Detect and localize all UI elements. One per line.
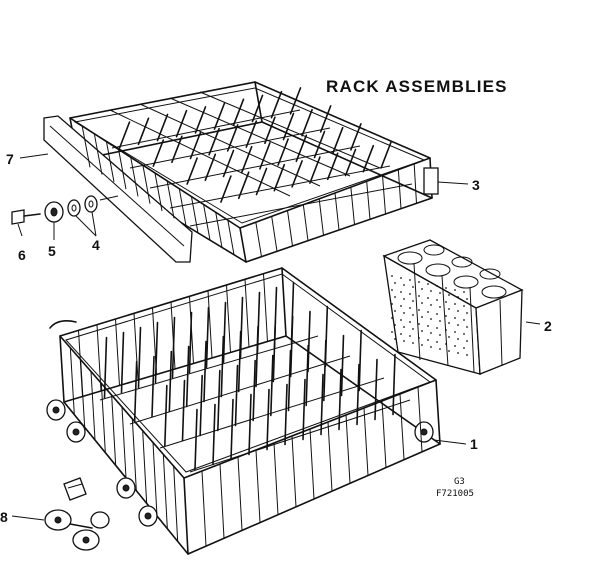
callout-4: 4: [92, 237, 100, 253]
roller-hardware: [11, 195, 119, 225]
lower-rack: [46, 267, 441, 555]
callout-5: 5: [48, 243, 56, 259]
diagram-title: RACK ASSEMBLIES: [326, 77, 508, 96]
screw-part: [11, 209, 25, 225]
wheel-parts: [44, 477, 110, 551]
silverware-basket: [382, 239, 524, 375]
callout-1: 1: [470, 436, 478, 452]
washer-part: [84, 195, 98, 213]
figure-code-line-1: G3: [454, 477, 465, 487]
callout-8: 8: [0, 509, 8, 525]
callout-6: 6: [18, 247, 26, 263]
callout-3: 3: [472, 177, 480, 193]
washer-part: [67, 199, 81, 217]
callout-7: 7: [6, 151, 14, 167]
upper-rack: [43, 81, 439, 263]
figure-code-line-2: F721005: [436, 489, 474, 499]
leader-lines: [11, 153, 541, 521]
callout-2: 2: [544, 318, 552, 334]
